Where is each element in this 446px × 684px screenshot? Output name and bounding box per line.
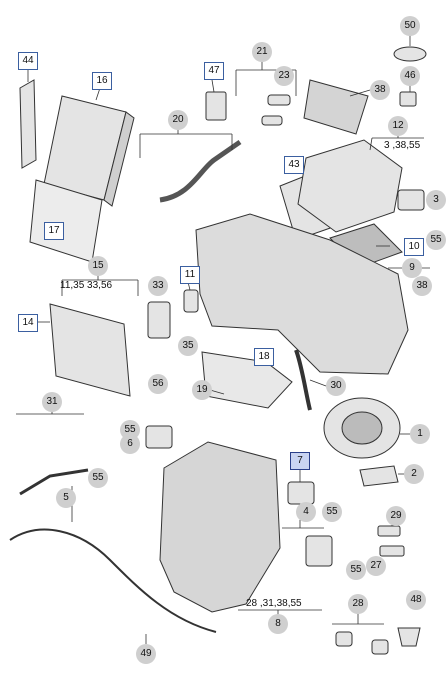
part-38-seal	[303, 79, 369, 135]
group-12-members: 3 ,38,55	[384, 140, 421, 151]
callout-49: 49	[136, 644, 156, 664]
part-23-fitting	[267, 94, 291, 106]
group-15-members: 11,35 33,56	[60, 280, 113, 291]
part-44-side-panel	[19, 79, 37, 169]
part-49-wiring-harness	[9, 528, 217, 633]
part-18-air-duct	[201, 351, 293, 409]
callout-21: 21	[252, 42, 272, 62]
part-2-cover	[359, 465, 399, 487]
callout-9: 9	[402, 258, 422, 278]
callout-16: 16	[92, 72, 112, 90]
callout-19: 19	[192, 380, 212, 400]
callout-8: 8	[268, 614, 288, 634]
callout-10: 10	[404, 238, 424, 256]
callout-48: 48	[406, 590, 426, 610]
callout-47: 47	[204, 62, 224, 80]
callout-7-highlighted: 7	[290, 452, 310, 470]
callout-17: 17	[44, 222, 64, 240]
callout-15: 15	[88, 256, 108, 276]
callout-44: 44	[18, 52, 38, 70]
callout-11: 11	[180, 266, 200, 284]
callout-55c: 55	[88, 468, 108, 488]
callout-50: 50	[400, 16, 420, 36]
part-47-sensor	[205, 91, 227, 121]
callout-29: 29	[386, 506, 406, 526]
callout-20: 20	[168, 110, 188, 130]
callout-1: 1	[410, 424, 430, 444]
callout-14: 14	[18, 314, 38, 332]
part-3-actuator	[397, 189, 425, 211]
part-20-pipe	[159, 139, 242, 203]
heater-box-lower	[159, 441, 281, 613]
callout-38a: 38	[370, 80, 390, 100]
callout-56: 56	[148, 374, 168, 394]
callout-27: 27	[366, 556, 386, 576]
callout-4: 4	[296, 502, 316, 522]
part-6-actuator	[145, 425, 173, 449]
part-12-upper-housing	[297, 139, 403, 233]
callout-23: 23	[274, 66, 294, 86]
callout-31: 31	[42, 392, 62, 412]
callout-6: 6	[120, 434, 140, 454]
part-50-grommet	[393, 46, 427, 62]
callout-38b: 38	[412, 276, 432, 296]
callout-55d: 55	[322, 502, 342, 522]
part-7-flap-motor	[287, 481, 315, 505]
callout-3: 3	[426, 190, 446, 210]
part-29-connector	[377, 525, 401, 537]
callout-55a: 55	[426, 230, 446, 250]
callout-43: 43	[284, 156, 304, 174]
callout-30: 30	[326, 376, 346, 396]
callout-18: 18	[254, 348, 274, 366]
part-31-cable	[19, 468, 89, 496]
heater-box-main	[195, 213, 409, 375]
callout-2: 2	[404, 464, 424, 484]
callout-12: 12	[388, 116, 408, 136]
part-30-drain-hose	[294, 349, 312, 411]
group-8-members: 28 ,31,38,55	[246, 598, 302, 609]
part-48-cap	[397, 627, 421, 647]
part-14-evaporator	[49, 303, 131, 397]
part-28-sensor	[335, 631, 353, 647]
part-4-actuator	[305, 535, 333, 567]
part-33-expansion-valve	[147, 301, 171, 339]
callout-28: 28	[348, 594, 368, 614]
callout-35: 35	[178, 336, 198, 356]
callout-46: 46	[400, 66, 420, 86]
part-46-clip	[399, 91, 417, 107]
callout-55e: 55	[346, 560, 366, 580]
callout-5: 5	[56, 488, 76, 508]
part-27-connector	[379, 545, 405, 557]
part-11-sensor	[183, 289, 199, 313]
callout-33: 33	[148, 276, 168, 296]
